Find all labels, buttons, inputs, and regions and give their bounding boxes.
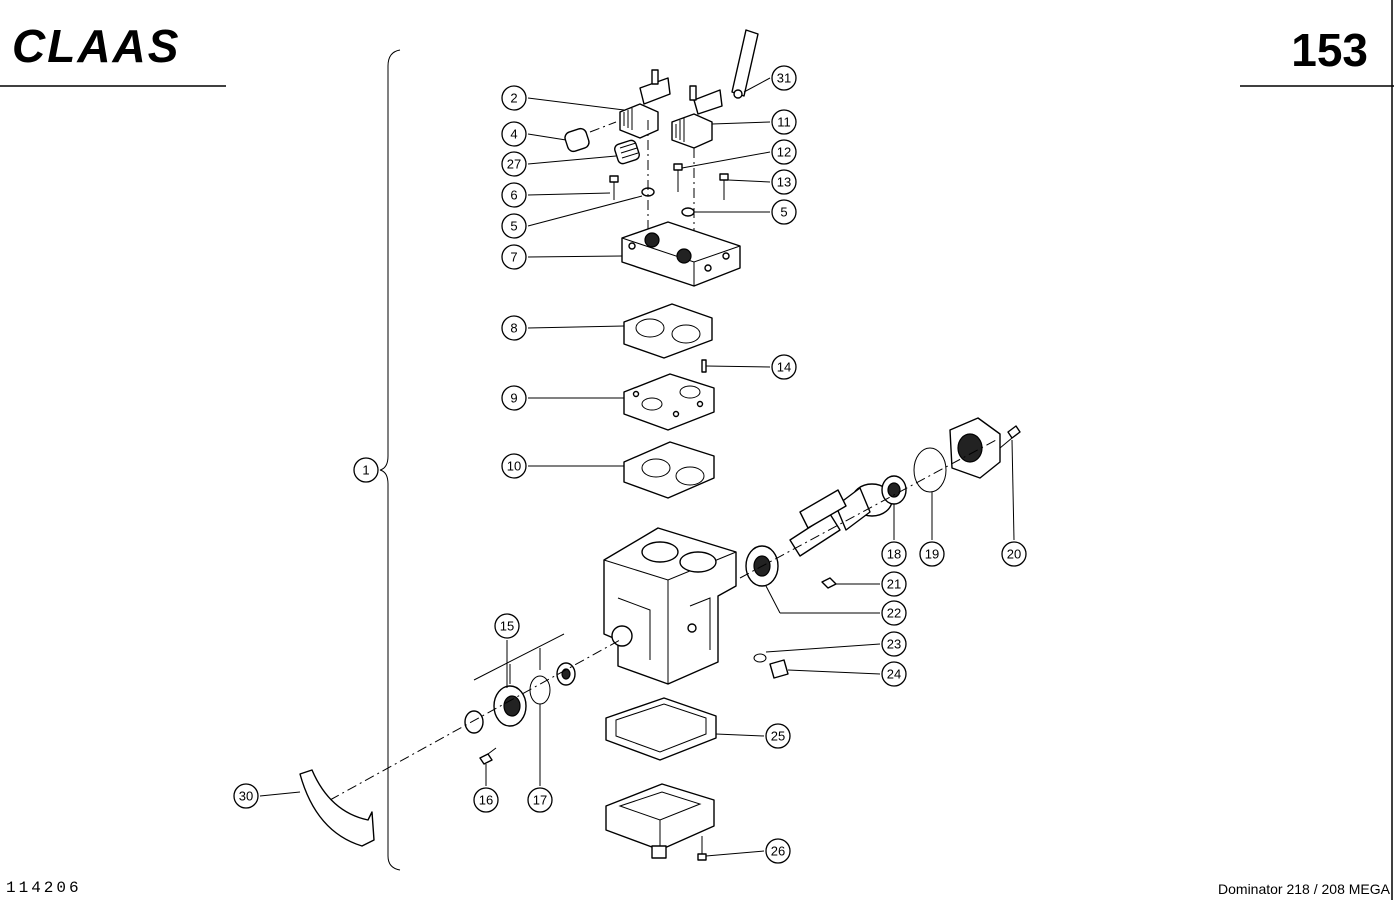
callout-9: 9 bbox=[501, 385, 527, 411]
svg-text:14: 14 bbox=[777, 360, 791, 375]
callout-4: 4 bbox=[501, 121, 527, 147]
drawing-number: 114206 bbox=[6, 879, 82, 897]
assembly-brace bbox=[379, 49, 401, 871]
callout-27: 27 bbox=[501, 151, 527, 177]
key-21 bbox=[821, 577, 837, 589]
screw-6 bbox=[609, 175, 619, 200]
svg-text:9: 9 bbox=[510, 391, 517, 406]
bearing-18 bbox=[881, 475, 907, 505]
svg-text:5: 5 bbox=[510, 219, 517, 234]
svg-text:22: 22 bbox=[887, 606, 901, 621]
callout-17: 17 bbox=[527, 787, 553, 813]
svg-text:15: 15 bbox=[500, 619, 514, 634]
svg-text:30: 30 bbox=[239, 789, 253, 804]
pin-14 bbox=[701, 359, 707, 373]
callout-2: 2 bbox=[501, 85, 527, 111]
svg-text:31: 31 bbox=[777, 71, 791, 86]
half-ring-30 bbox=[299, 769, 375, 847]
model-label: Dominator 218 / 208 MEGA bbox=[1218, 881, 1391, 897]
svg-text:8: 8 bbox=[510, 321, 517, 336]
leader-lines bbox=[259, 77, 1015, 857]
bearing-cover-15 bbox=[493, 685, 527, 727]
callout-10: 10 bbox=[501, 453, 527, 479]
plug-24 bbox=[769, 659, 789, 679]
page-number: 153 bbox=[1291, 24, 1368, 76]
callout-18: 18 bbox=[881, 541, 907, 567]
callout-23: 23 bbox=[881, 631, 907, 657]
svg-text:7: 7 bbox=[510, 250, 517, 265]
gasket-10 bbox=[623, 441, 715, 499]
crankshaft bbox=[789, 483, 893, 557]
bearing-cover-20 bbox=[949, 417, 1001, 479]
o-ring-23 bbox=[753, 653, 767, 663]
svg-text:19: 19 bbox=[925, 547, 939, 562]
svg-text:6: 6 bbox=[510, 188, 517, 203]
callout-20: 20 bbox=[1001, 541, 1027, 567]
svg-text:25: 25 bbox=[771, 729, 785, 744]
callout-19: 19 bbox=[919, 541, 945, 567]
svg-text:10: 10 bbox=[507, 459, 521, 474]
svg-text:26: 26 bbox=[771, 844, 785, 859]
callout-25: 25 bbox=[765, 723, 791, 749]
callout-5-left: 5 bbox=[501, 213, 527, 239]
svg-text:16: 16 bbox=[479, 793, 493, 808]
svg-text:11: 11 bbox=[777, 115, 791, 130]
callout-26: 26 bbox=[765, 838, 791, 864]
cap-4 bbox=[564, 127, 590, 153]
callout-13: 13 bbox=[771, 169, 797, 195]
callout-5-right: 5 bbox=[771, 199, 797, 225]
valve-plate-9 bbox=[623, 373, 715, 431]
o-ring-19 bbox=[913, 447, 947, 493]
callout-24: 24 bbox=[881, 661, 907, 687]
valve-left bbox=[619, 69, 671, 139]
svg-text:20: 20 bbox=[1007, 547, 1021, 562]
bushing bbox=[556, 662, 576, 686]
screw-20 bbox=[999, 425, 1021, 449]
claas-logo: CLAAS bbox=[12, 20, 180, 72]
base-plate-26 bbox=[605, 783, 715, 859]
screw-13 bbox=[719, 173, 729, 200]
callout-14: 14 bbox=[771, 354, 797, 380]
screw-12 bbox=[673, 163, 683, 192]
svg-text:1: 1 bbox=[362, 463, 369, 478]
valve-right bbox=[671, 85, 723, 149]
crankcase bbox=[603, 527, 737, 685]
svg-text:23: 23 bbox=[887, 637, 901, 652]
callout-8: 8 bbox=[501, 315, 527, 341]
svg-text:24: 24 bbox=[887, 667, 901, 682]
svg-text:21: 21 bbox=[887, 577, 901, 592]
callout-30: 30 bbox=[233, 783, 259, 809]
callout-12: 12 bbox=[771, 139, 797, 165]
shaft-seal bbox=[464, 710, 484, 734]
lever-bar bbox=[731, 29, 759, 97]
svg-text:12: 12 bbox=[777, 145, 791, 160]
callout-31: 31 bbox=[771, 65, 797, 91]
svg-text:5: 5 bbox=[780, 205, 787, 220]
svg-text:17: 17 bbox=[533, 793, 547, 808]
gasket-25 bbox=[605, 697, 717, 761]
cap-27 bbox=[614, 139, 640, 165]
svg-text:4: 4 bbox=[510, 127, 517, 142]
callout-11: 11 bbox=[771, 109, 797, 135]
callout-15: 15 bbox=[494, 613, 520, 639]
callout-7: 7 bbox=[501, 244, 527, 270]
svg-text:2: 2 bbox=[510, 91, 517, 106]
screw-16 bbox=[479, 747, 497, 765]
cylinder-head-7 bbox=[621, 221, 741, 287]
o-ring-5-right bbox=[681, 207, 695, 217]
callout-6: 6 bbox=[501, 182, 527, 208]
gasket-8 bbox=[623, 303, 713, 359]
screw-26 bbox=[697, 836, 707, 861]
callout-16: 16 bbox=[473, 787, 499, 813]
svg-text:27: 27 bbox=[507, 157, 521, 172]
callout-1: 1 bbox=[353, 457, 379, 483]
svg-text:13: 13 bbox=[777, 175, 791, 190]
svg-text:18: 18 bbox=[887, 547, 901, 562]
callout-21: 21 bbox=[881, 571, 907, 597]
callout-22: 22 bbox=[881, 600, 907, 626]
